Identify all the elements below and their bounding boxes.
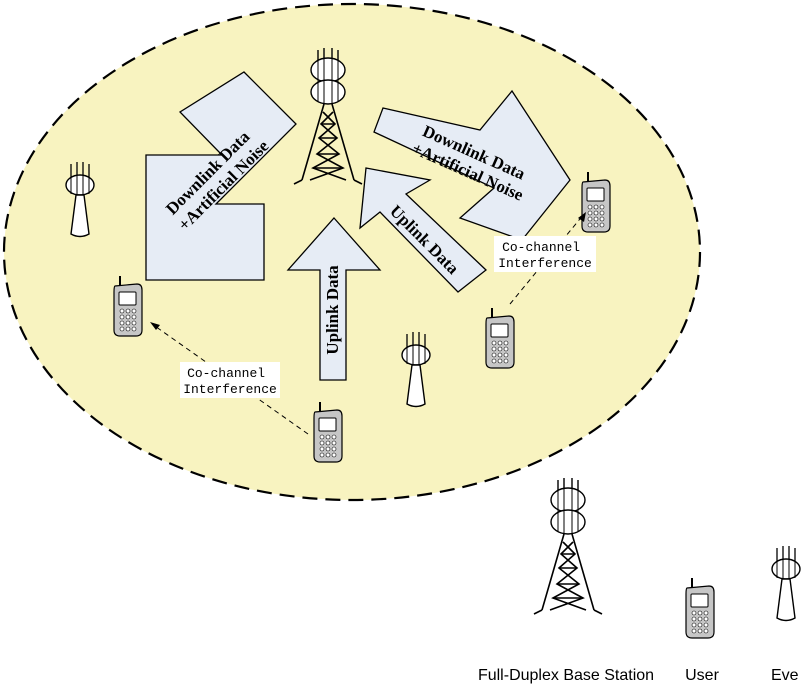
downlink-arrow-right: Downlink Data +Artificial Noise xyxy=(373,89,571,241)
uplink-arrow-center: Uplink Data xyxy=(286,217,382,381)
legend-eve-icon xyxy=(771,545,801,622)
legend-base-station-icon xyxy=(533,477,603,615)
cochannel-left-line1: Co-channel xyxy=(187,366,265,381)
cochannel-left-line2: Interference xyxy=(183,382,277,397)
legend: Full-Duplex Base Station User Eve xyxy=(478,477,801,684)
cochannel-right-line1: Co-channel xyxy=(502,240,580,255)
cochannel-right-line2: Interference xyxy=(498,256,592,271)
legend-user-icon xyxy=(685,577,715,639)
cochannel-interference-right: Co-channel Interference xyxy=(494,212,596,305)
cochannel-interference-left: Co-channel Interference xyxy=(150,322,309,435)
legend-eve-label: Eve xyxy=(771,667,799,684)
uplink-center-label: Uplink Data xyxy=(323,265,342,355)
svg-text:Uplink Data: Uplink Data xyxy=(323,265,342,355)
legend-base-station-label: Full-Duplex Base Station xyxy=(478,667,654,684)
legend-user-label: User xyxy=(685,667,719,684)
svg-text:Co-channel Interference: Co-channel Interference xyxy=(498,240,592,271)
svg-text:Co-channel Interference: Co-channel Interference xyxy=(183,366,277,397)
